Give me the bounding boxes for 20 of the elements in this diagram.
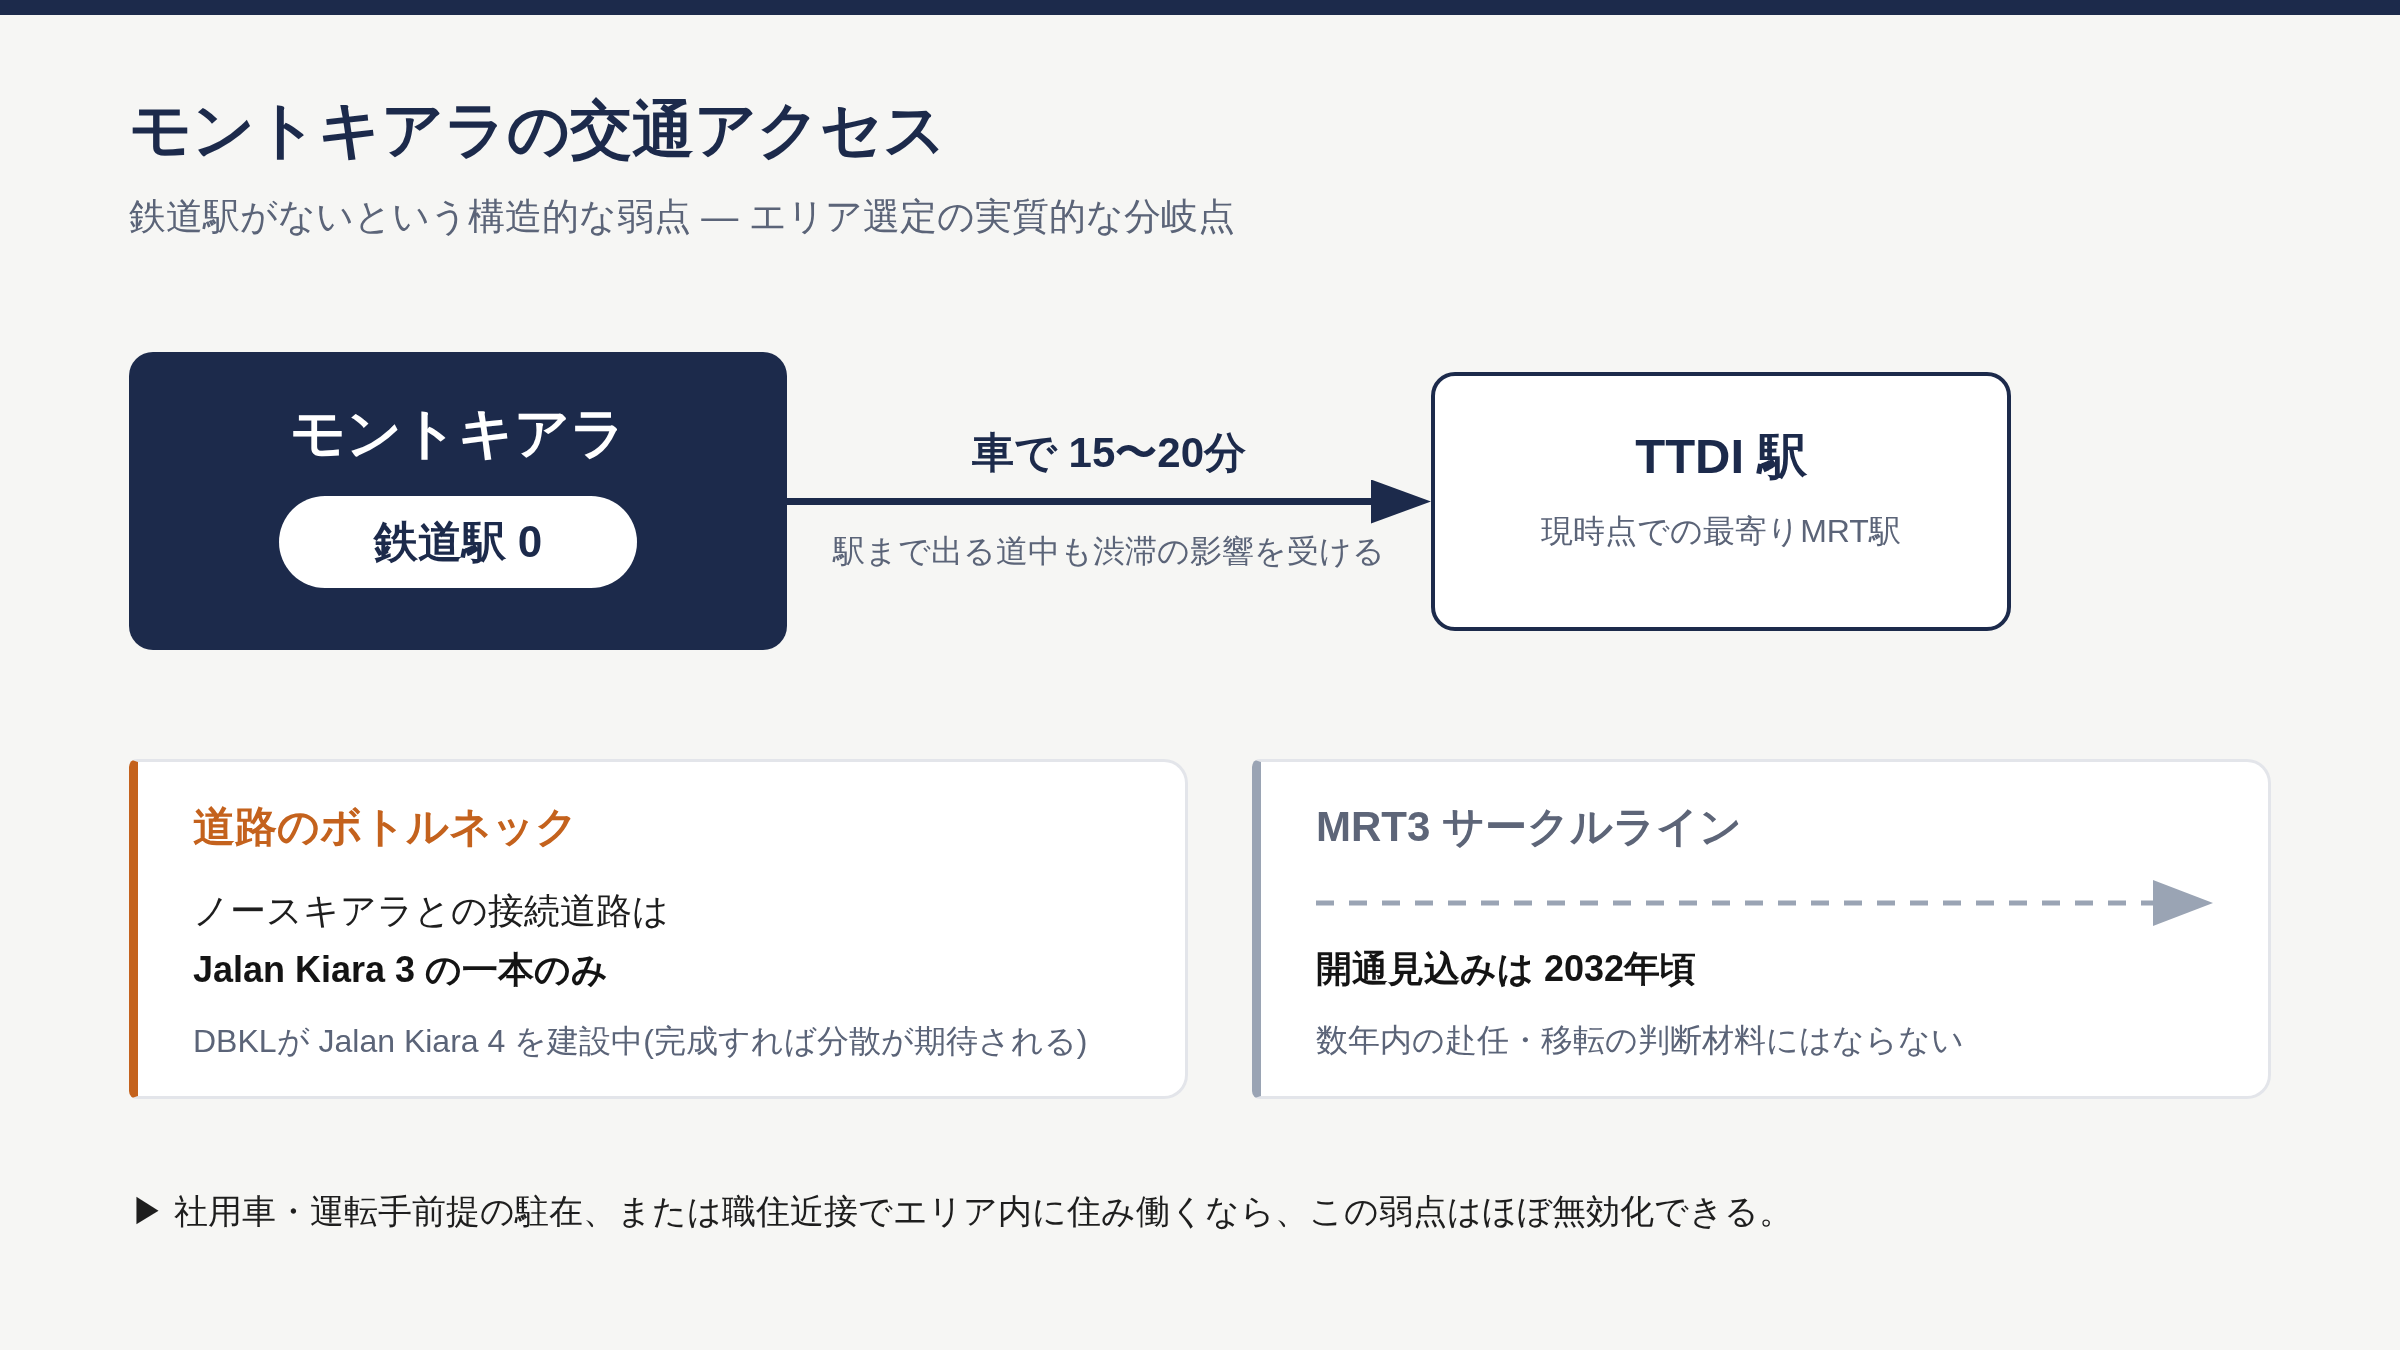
card-text: ノースキアラとの接続道路は xyxy=(193,889,669,933)
station-name: TTDI 駅 xyxy=(1635,428,1807,485)
edge-note: 駅まで出る道中も渋滞の影響を受ける xyxy=(833,532,1385,571)
info-card xyxy=(1252,759,2271,1099)
card-note: DBKLが Jalan Kiara 4 を建設中(完成すれば分散が期待される) xyxy=(193,1022,1088,1061)
page-title: モントキアラの交通アクセス xyxy=(129,94,946,166)
card-emphasis: 開通見込みは 2032年頃 xyxy=(1316,947,1697,991)
station-box xyxy=(1431,372,2011,631)
subtitle: 鉄道駅がないという構造的な弱点 — エリア選定の実質的な分岐点 xyxy=(129,195,1235,239)
area-name: モントキアラ xyxy=(290,401,626,466)
station-count: 鉄道駅 0 xyxy=(373,516,543,568)
arrow xyxy=(787,479,1431,524)
station-note: 現時点での最寄りMRT駅 xyxy=(1541,512,1901,551)
card-heading: 道路のボトルネック xyxy=(193,802,578,852)
card-emphasis: Jalan Kiara 3 の一本のみ xyxy=(193,948,609,992)
card-note: 数年内の赴任・移転の判断材料にはならない xyxy=(1316,1021,1964,1060)
area-box xyxy=(129,352,787,650)
footer-note: ▶ 社用車・運転手前提の駐在、または職住近接でエリア内に住み働くなら、この弱点はほぼ無効化できる。 xyxy=(131,1191,1794,1232)
card-heading: MRT3 サークルライン xyxy=(1316,802,1742,852)
info-card xyxy=(129,759,1188,1099)
